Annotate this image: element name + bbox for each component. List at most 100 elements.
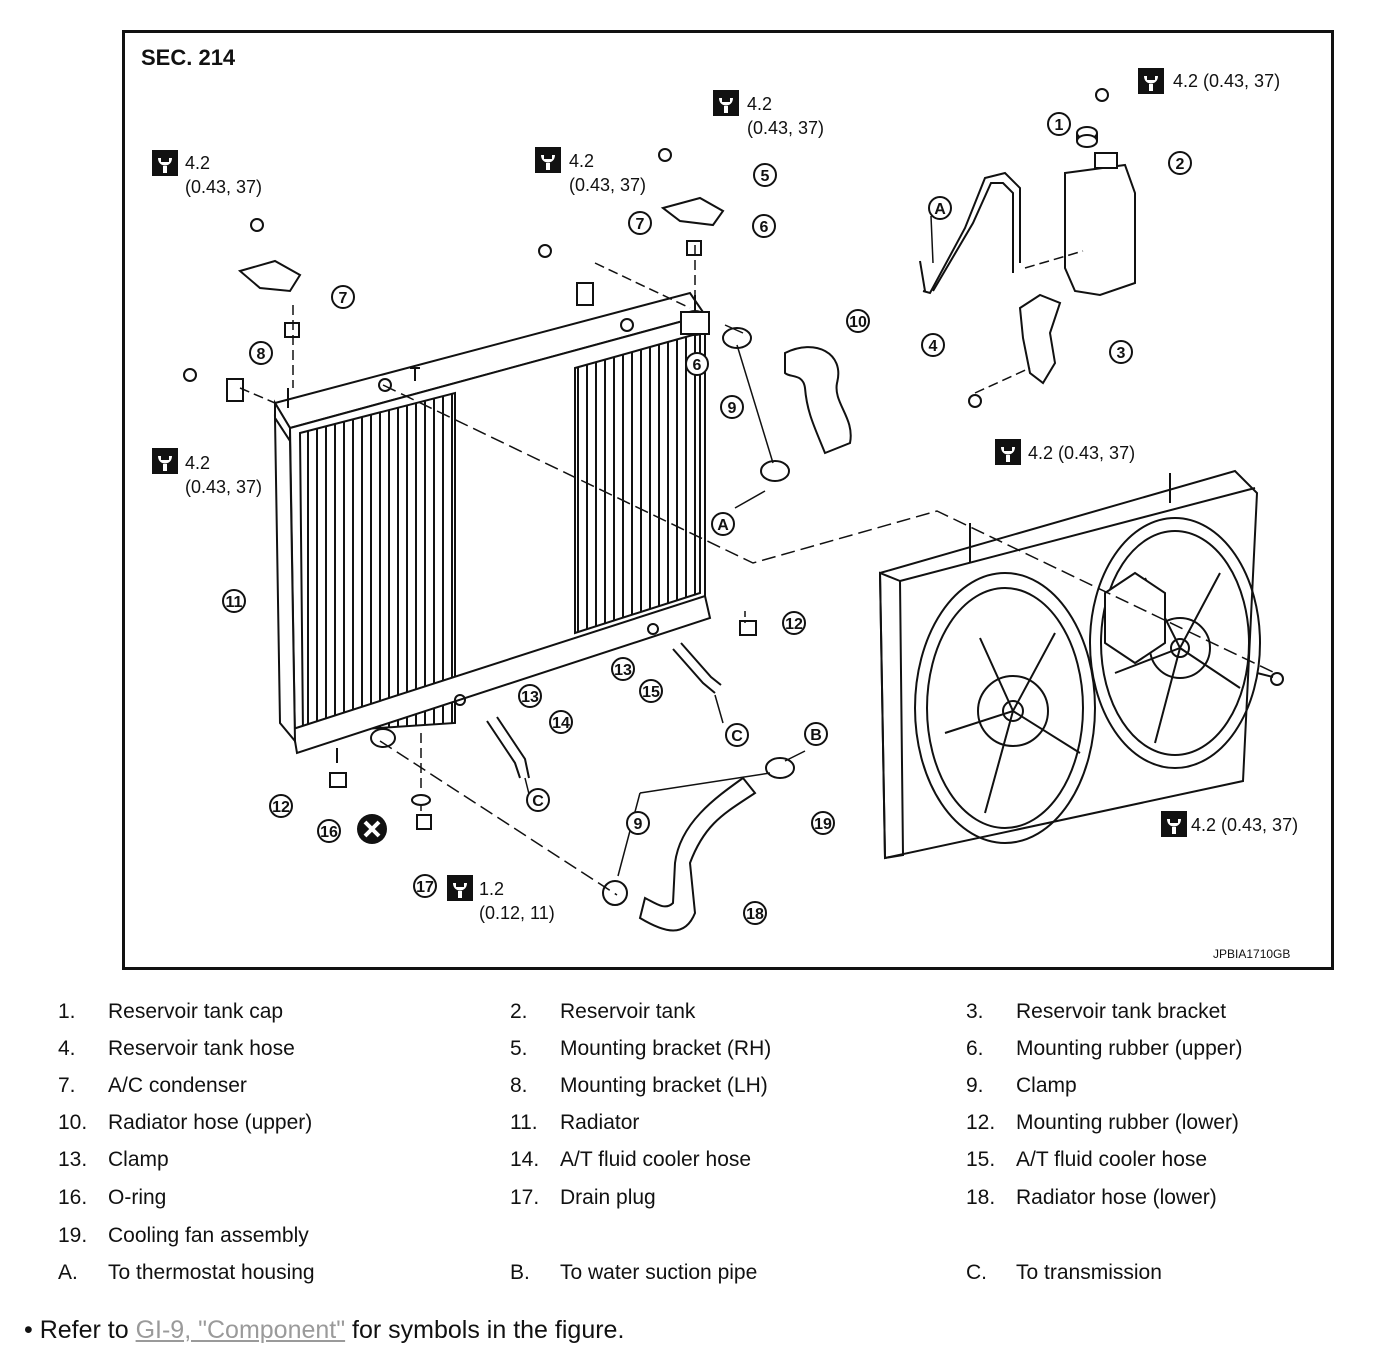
- legend-number: 15.: [966, 1148, 996, 1171]
- radiator-hose-upper: [722, 327, 852, 482]
- part-callout-circle: [317, 819, 341, 843]
- part-callout-label: 7: [636, 216, 645, 233]
- component-link[interactable]: GI-9, "Component": [135, 1316, 346, 1344]
- legend-text: Radiator hose (lower): [1016, 1186, 1217, 1209]
- legend-number: 6.: [966, 1037, 984, 1060]
- part-callout-label: 12: [785, 616, 803, 633]
- legend-text: Radiator: [560, 1111, 640, 1134]
- leader-lines: [239, 215, 1276, 896]
- part-callout-circle: [752, 214, 776, 238]
- bullet: •: [24, 1316, 33, 1344]
- part-callout-circle: [685, 352, 709, 376]
- legend-text: To thermostat housing: [108, 1261, 315, 1284]
- part-callout-label: 8: [257, 346, 266, 363]
- reservoir-tank: [1064, 126, 1136, 297]
- torque-value: 4.2: [185, 453, 210, 473]
- legend-text: To transmission: [1016, 1261, 1162, 1284]
- part-callout-label: 4: [929, 338, 938, 355]
- legend-text: Mounting bracket (RH): [560, 1037, 772, 1060]
- torque-value: 1.2: [479, 879, 504, 899]
- legend-text: Reservoir tank cap: [108, 1000, 284, 1023]
- part-callout-label: 3: [1117, 345, 1126, 362]
- part-callout-circle: [611, 657, 635, 681]
- legend-text: A/T fluid cooler hose: [560, 1148, 752, 1171]
- torque-value: (0.43, 37): [569, 175, 646, 195]
- part-callout-label: 7: [339, 290, 348, 307]
- legend-text: A/C condenser: [108, 1074, 247, 1097]
- legend-number: 7.: [58, 1074, 76, 1097]
- legend-number: 18.: [966, 1186, 996, 1209]
- part-callout-label: 18: [746, 906, 764, 923]
- part-callout-circle: [720, 395, 744, 419]
- part-callout-circle: [743, 901, 767, 925]
- legend-number: B.: [510, 1261, 530, 1284]
- part-callout-label: 5: [761, 168, 770, 185]
- section-title: SEC. 214: [141, 45, 236, 70]
- legend-number: 12.: [966, 1111, 996, 1134]
- part-callout-label: 10: [849, 314, 867, 331]
- at-fluid-cooler-hoses: [486, 642, 722, 779]
- legend-number: A.: [58, 1261, 78, 1284]
- note-prefix: Refer to: [39, 1316, 136, 1344]
- reservoir-tank-hose: [919, 171, 1021, 295]
- part-callout-label: 17: [416, 879, 434, 896]
- part-callout-circle: [626, 811, 650, 835]
- connection-callout-label: C: [532, 793, 544, 810]
- torque-value: 4.2 (0.43, 37): [1173, 71, 1280, 91]
- connection-callout-circle: [725, 723, 749, 747]
- part-callout-circle: [782, 611, 806, 635]
- torque-specs: 4.2 (0.43, 37) 4.2 (0.43, 37) 4.2 (0.43,…: [152, 68, 1298, 923]
- connection-callout-circle: [804, 722, 828, 746]
- torque-value: 4.2: [569, 151, 594, 171]
- note-suffix: for symbols in the figure.: [345, 1316, 625, 1344]
- legend-text: A/T fluid cooler hose: [1016, 1148, 1208, 1171]
- part-callout-circle: [1109, 340, 1133, 364]
- torque-value: 4.2: [747, 94, 772, 114]
- part-callout-label: 9: [634, 816, 643, 833]
- part-callout-label: 11: [226, 594, 243, 611]
- part-callout-label: 15: [642, 684, 660, 701]
- callout-group: 123456677899101112121313141516171819AABC…: [222, 112, 1192, 925]
- part-callout-circle: [249, 341, 273, 365]
- connection-callout-label: A: [717, 517, 729, 534]
- part-callout-circle: [811, 811, 835, 835]
- legend-number: 19.: [58, 1224, 88, 1247]
- legend-number: 1.: [58, 1000, 76, 1023]
- connection-callout-circle: [928, 196, 952, 220]
- cooling-fan-assembly: [878, 469, 1284, 860]
- legend-text: Radiator hose (upper): [108, 1111, 313, 1134]
- part-callout-label: 1: [1055, 117, 1064, 134]
- small-parts: [183, 88, 1109, 830]
- legend-number: 10.: [58, 1111, 88, 1134]
- do-not-reuse-icon: [357, 814, 387, 844]
- connection-callout-label: B: [810, 727, 822, 744]
- legend-text: Clamp: [108, 1148, 169, 1171]
- legend-text: Drain plug: [560, 1186, 656, 1209]
- legend-number: C.: [966, 1261, 987, 1284]
- legend-text: To water suction pipe: [560, 1261, 758, 1284]
- legend-text: O-ring: [108, 1186, 167, 1209]
- reservoir-tank-bracket: [1018, 293, 1062, 385]
- exploded-diagram: SEC. 214: [122, 30, 1334, 970]
- legend-number: 9.: [966, 1074, 984, 1097]
- part-callout-circle: [518, 684, 542, 708]
- legend-number: 17.: [510, 1186, 540, 1209]
- part-callout-label: 6: [693, 357, 702, 374]
- legend-number: 4.: [58, 1037, 76, 1060]
- legend-text: Cooling fan assembly: [108, 1224, 309, 1247]
- part-callout-label: 2: [1176, 156, 1185, 173]
- torque-value: 4.2: [185, 153, 210, 173]
- legend-number: 5.: [510, 1037, 528, 1060]
- torque-value: (0.43, 37): [747, 118, 824, 138]
- connection-callout-circle: [711, 512, 735, 536]
- legend-number: 3.: [966, 1000, 984, 1023]
- legend-text: Clamp: [1016, 1074, 1077, 1097]
- part-callout-label: 12: [272, 799, 290, 816]
- radiator: [273, 291, 712, 763]
- part-callout-label: 16: [320, 824, 338, 841]
- connection-callout-label: A: [934, 201, 946, 218]
- torque-value: (0.43, 37): [185, 477, 262, 497]
- torque-value: 4.2 (0.43, 37): [1191, 815, 1298, 835]
- part-callout-label: 19: [814, 816, 832, 833]
- legend-number: 2.: [510, 1000, 528, 1023]
